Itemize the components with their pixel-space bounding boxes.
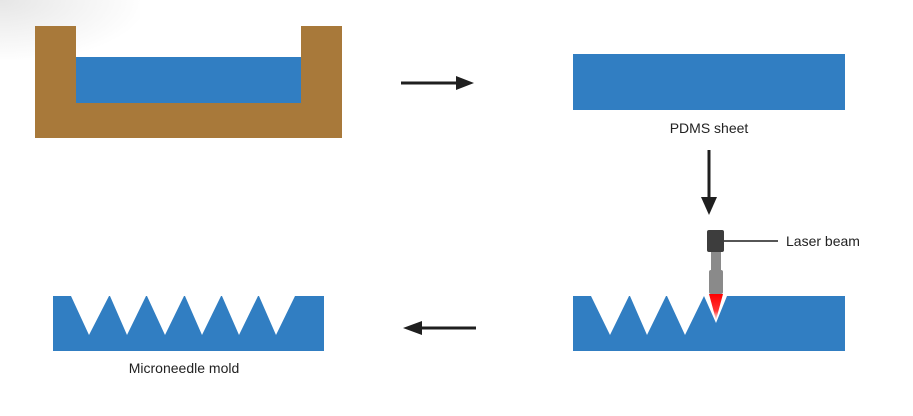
partially-ablated-pdms bbox=[573, 296, 845, 351]
microneedle-mold-step: Microneedle mold bbox=[53, 296, 324, 376]
pdms-sheet-step: PDMS sheet bbox=[573, 54, 845, 136]
microneedle-mold-label: Microneedle mold bbox=[129, 360, 240, 376]
arrow-left bbox=[403, 321, 476, 335]
pdms-sheet-label: PDMS sheet bbox=[670, 120, 749, 136]
laser-ablation-step: Laser beam bbox=[573, 230, 860, 351]
liquid-pdms bbox=[76, 57, 301, 103]
mold-container bbox=[35, 26, 342, 138]
laser-head-icon bbox=[707, 230, 724, 252]
laser-nozzle bbox=[709, 270, 723, 294]
casting-mold-step bbox=[35, 26, 342, 138]
laser-beam-icon bbox=[709, 294, 723, 320]
microneedle-mold bbox=[53, 296, 324, 351]
laser-beam-label: Laser beam bbox=[786, 233, 860, 249]
arrow-right bbox=[401, 76, 474, 90]
arrow-down bbox=[701, 150, 717, 215]
laser-tube bbox=[711, 250, 721, 272]
pdms-sheet bbox=[573, 54, 845, 110]
